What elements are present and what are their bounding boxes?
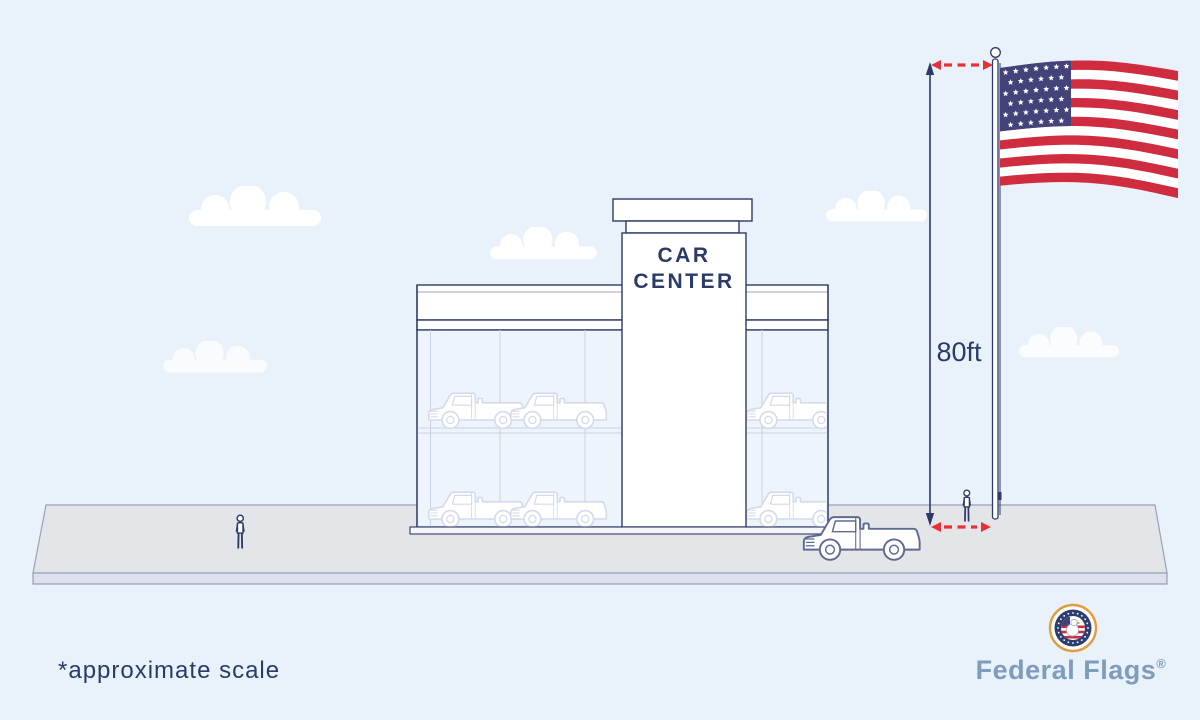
building-sign-line2: CENTER — [633, 270, 734, 293]
pole-cleat — [998, 492, 1002, 500]
us-flag-icon — [1000, 60, 1178, 199]
building-base — [409, 526, 835, 535]
finial-ball-icon — [990, 47, 1001, 58]
measurement-arrow-up — [925, 62, 935, 75]
top-red-arrow-left — [931, 60, 941, 70]
flagpole-shaft — [991, 58, 999, 520]
flag-shape — [1000, 60, 1071, 132]
top-red-arrow-right — [983, 60, 993, 70]
building-side-edges — [416, 285, 829, 527]
flag-shape — [1000, 172, 1178, 199]
height-measurement: 80ft — [925, 60, 993, 532]
ground-front-edge — [32, 572, 1168, 585]
measurement-arrow-down — [925, 513, 935, 526]
registered-mark: ® — [1156, 656, 1166, 671]
brand-wordmark: Federal Flags® — [976, 655, 1167, 685]
car-center-building: CAR CENTER — [409, 198, 835, 535]
flag-shape — [1000, 154, 1178, 179]
ground — [32, 504, 1168, 585]
tower-body — [621, 232, 747, 528]
building-sign-line1: CAR — [658, 244, 711, 267]
tower-cap — [612, 198, 753, 222]
flag-shape — [1000, 135, 1178, 159]
flagpole — [990, 47, 1002, 520]
federal-flags-logo: Federal Flags® — [976, 603, 1167, 685]
bottom-red-arrow-left — [931, 522, 941, 532]
approximate-scale-note: *approximate scale — [58, 657, 280, 684]
flag-shape — [1002, 63, 1070, 128]
flag-field — [1000, 60, 1178, 199]
tower-neck — [625, 220, 740, 234]
eagle-emblem-icon — [1048, 603, 1098, 653]
height-label: 80ft — [936, 337, 982, 367]
brand-name-text: Federal Flags — [976, 655, 1157, 685]
bottom-red-arrow-right — [981, 522, 991, 532]
